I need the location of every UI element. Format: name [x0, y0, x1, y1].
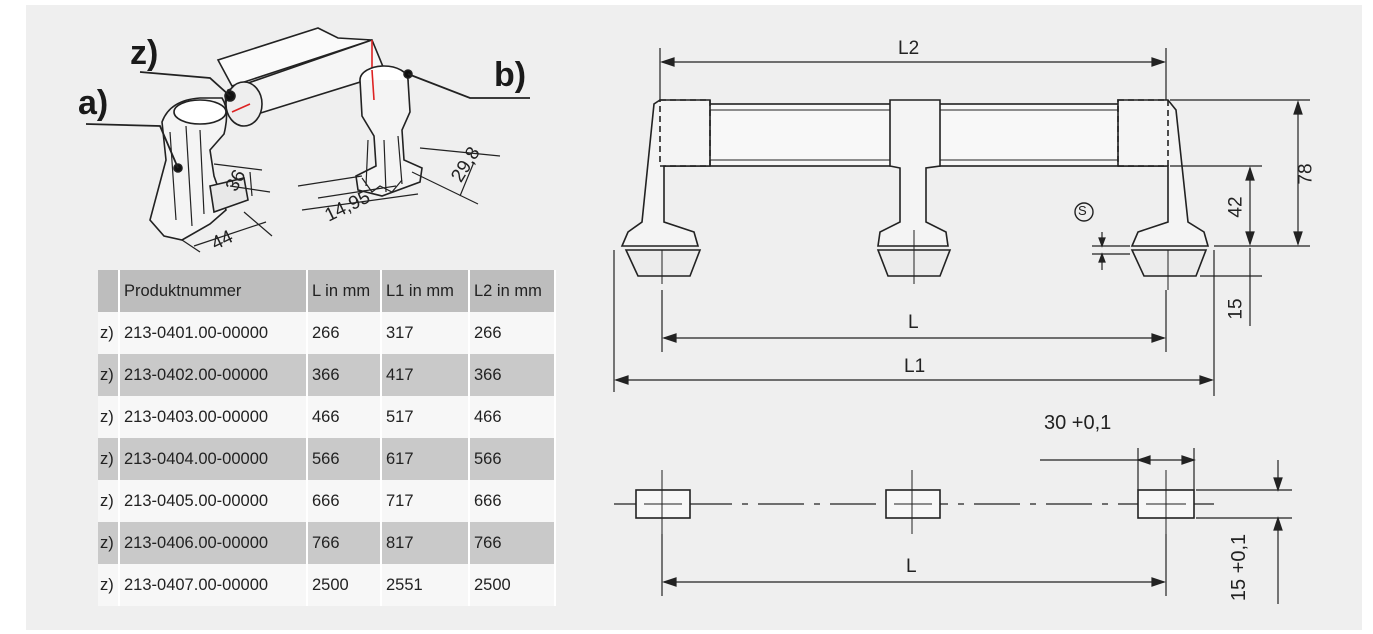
- cell-l1: 317: [381, 312, 470, 354]
- cell-l2: 766: [469, 522, 556, 564]
- dim-L1: L1: [904, 356, 926, 377]
- cell-l: 366: [307, 354, 382, 396]
- cell-l1: 617: [381, 438, 470, 480]
- callout-b: b): [494, 56, 527, 94]
- cell-product-number: 213-0402.00-00000: [119, 354, 308, 396]
- cell-l1: 717: [381, 480, 470, 522]
- dim-L2: L2: [898, 38, 920, 59]
- cell-prefix: z): [98, 564, 120, 606]
- cell-product-number: 213-0406.00-00000: [119, 522, 308, 564]
- table-row: z) 213-0407.00-00000 2500 2551 2500: [98, 564, 556, 606]
- iso-bracket-a: [149, 90, 249, 241]
- cell-l: 266: [307, 312, 382, 354]
- header-produktnummer: Produktnummer: [119, 270, 308, 312]
- front-dimensions: [613, 48, 1310, 396]
- header-l2: L2 in mm: [469, 270, 556, 312]
- cell-l: 766: [307, 522, 382, 564]
- cell-l1: 817: [381, 522, 470, 564]
- cell-l: 566: [307, 438, 382, 480]
- iso-pipe: [216, 27, 388, 127]
- product-table: Produktnummer L in mm L1 in mm L2 in mm …: [98, 270, 556, 606]
- cell-l: 2500: [307, 564, 382, 606]
- cell-prefix: z): [98, 312, 120, 354]
- cell-l2: 366: [469, 354, 556, 396]
- header-l1: L1 in mm: [381, 270, 470, 312]
- dim-78: 78: [1295, 163, 1317, 185]
- table-row: z) 213-0404.00-00000 566 617 566: [98, 438, 556, 480]
- cell-l2: 566: [469, 438, 556, 480]
- cell-prefix: z): [98, 438, 120, 480]
- table-header-row: Produktnummer L in mm L1 in mm L2 in mm: [98, 270, 556, 312]
- dim-15: 15: [1225, 298, 1247, 320]
- cell-l2: 266: [469, 312, 556, 354]
- front-view: [620, 99, 1210, 290]
- dim-15-tolerance: 15 +0,1: [1228, 533, 1251, 602]
- dim-L-front: L: [908, 312, 919, 333]
- cell-product-number: 213-0403.00-00000: [119, 396, 308, 438]
- header-prefix: [98, 270, 120, 312]
- cell-product-number: 213-0401.00-00000: [119, 312, 308, 354]
- table-row: z) 213-0401.00-00000 266 317 266: [98, 312, 556, 354]
- cell-l2: 666: [469, 480, 556, 522]
- dim-L-holes: L: [906, 556, 917, 577]
- iso-bracket-b: [355, 65, 423, 197]
- cell-product-number: 213-0407.00-00000: [119, 564, 308, 606]
- cell-product-number: 213-0405.00-00000: [119, 480, 308, 522]
- callout-leaders: [85, 71, 530, 169]
- cell-l: 466: [307, 396, 382, 438]
- callout-a: a): [78, 84, 109, 122]
- hole-pattern-view: [614, 470, 1214, 534]
- cell-l2: 2500: [469, 564, 556, 606]
- cell-l1: 2551: [381, 564, 470, 606]
- cell-prefix: z): [98, 396, 120, 438]
- hole-dimensions: [661, 448, 1292, 604]
- callout-z: z): [130, 34, 159, 72]
- cell-prefix: z): [98, 480, 120, 522]
- dim-30-tolerance: 30 +0,1: [1044, 412, 1112, 434]
- s-symbol: S: [1078, 203, 1087, 218]
- dim-42: 42: [1225, 196, 1247, 218]
- cell-l1: 417: [381, 354, 470, 396]
- cell-prefix: z): [98, 354, 120, 396]
- cell-product-number: 213-0404.00-00000: [119, 438, 308, 480]
- table-row: z) 213-0403.00-00000 466 517 466: [98, 396, 556, 438]
- table-row: z) 213-0405.00-00000 666 717 666: [98, 480, 556, 522]
- iso-dimension-lines: [181, 147, 501, 253]
- table-row: z) 213-0402.00-00000 366 417 366: [98, 354, 556, 396]
- table-row: z) 213-0406.00-00000 766 817 766: [98, 522, 556, 564]
- header-l: L in mm: [307, 270, 382, 312]
- cell-l: 666: [307, 480, 382, 522]
- cell-prefix: z): [98, 522, 120, 564]
- cell-l1: 517: [381, 396, 470, 438]
- cell-l2: 466: [469, 396, 556, 438]
